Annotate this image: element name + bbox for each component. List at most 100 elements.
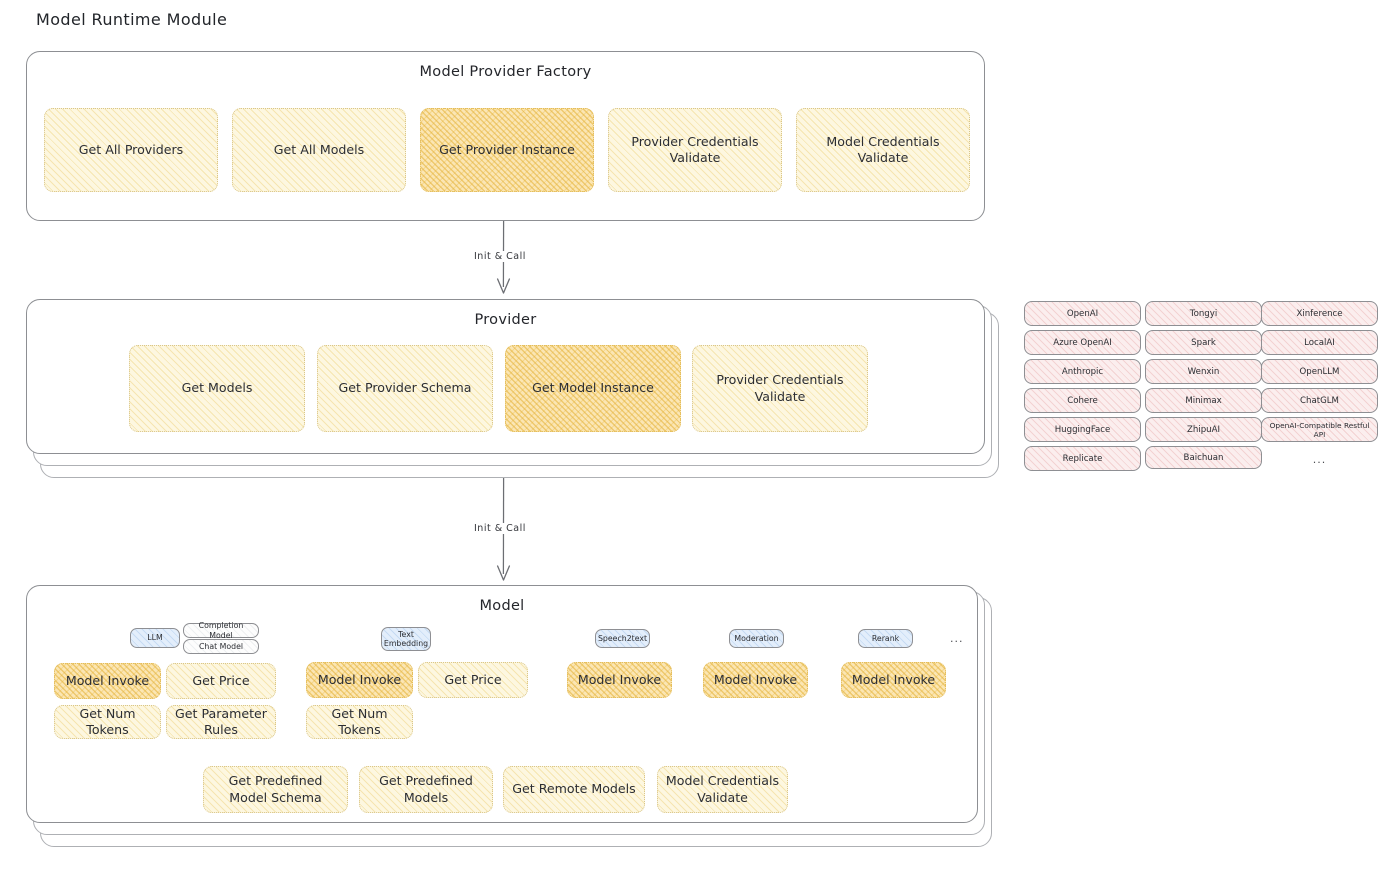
tag-label: LLM [147,633,163,643]
tag-label: Completion Model [198,621,244,640]
box-label: Get Num Tokens [331,705,388,737]
model-box-speech2text-model-invoke[interactable]: Model Invoke [567,662,672,698]
provider-chip-anthropic[interactable]: Anthropic [1024,359,1141,384]
model-type-tag-llm[interactable]: LLM [130,628,180,648]
box-label: Get Parameter Rules [175,705,267,737]
provider-chip-minimax[interactable]: Minimax [1145,388,1262,413]
provider-chip-openai-compatible-restful-api[interactable]: OpenAI-Compatible Restful API [1261,417,1378,442]
model-type-tag-moderation[interactable]: Moderation [729,629,784,648]
chip-label: Cohere [1067,395,1098,406]
model-type-tag-speech2text[interactable]: Speech2text [595,629,650,648]
model-subtag-completion-model[interactable]: Completion Model [183,621,259,640]
model-box-embedding-model-invoke[interactable]: Model Invoke [306,662,413,698]
model-box-rerank-model-invoke[interactable]: Model Invoke [841,662,946,698]
box-label: Get Remote Models [512,781,636,797]
chip-label: Baichuan [1183,452,1224,463]
chip-label: LocalAI [1304,337,1335,348]
provider-chip-openai[interactable]: OpenAI [1024,301,1141,326]
tag-label: Chat Model [198,641,244,651]
provider-chip-spark[interactable]: Spark [1145,330,1262,355]
box-label: Model Invoke [65,672,150,688]
provider-title: Provider [474,312,537,328]
model-box-get-remote-models[interactable]: Get Remote Models [503,766,645,813]
provider-chip-huggingface[interactable]: HuggingFace [1024,417,1141,442]
model-subtag-chat-model[interactable]: Chat Model [183,639,259,654]
provider-list-ellipsis: ... [1312,453,1327,466]
factory-box-provider-credentials-validate[interactable]: Provider Credentials Validate [608,108,782,192]
model-box-moderation-model-invoke[interactable]: Model Invoke [703,662,808,698]
chip-label: Wenxin [1187,366,1220,377]
box-label: Get Provider Schema [338,380,472,396]
box-label: Get Model Instance [532,380,654,396]
model-box-embedding-get-price[interactable]: Get Price [418,662,528,698]
model-title: Model [479,598,525,614]
provider-chip-chatglm[interactable]: ChatGLM [1261,388,1378,413]
box-label: Provider Credentials Validate [631,133,759,165]
chip-label: Azure OpenAI [1053,337,1112,348]
box-label: Model Credentials Validate [665,773,780,805]
factory-box-get-provider-instance[interactable]: Get Provider Instance [420,108,594,192]
model-box-llm-get-parameter-rules[interactable]: Get Parameter Rules [166,705,276,739]
chip-label: Minimax [1185,395,1222,406]
provider-box-get-model-instance[interactable]: Get Model Instance [505,345,681,432]
provider-chip-cohere[interactable]: Cohere [1024,388,1141,413]
model-box-model-credentials-validate[interactable]: Model Credentials Validate [657,766,788,813]
arrow1-label: Init & Call [470,251,530,262]
chip-label: ChatGLM [1300,395,1339,406]
box-label: Get Price [192,672,250,688]
factory-box-get-all-providers[interactable]: Get All Providers [44,108,218,192]
provider-box-get-provider-schema[interactable]: Get Provider Schema [317,345,493,432]
chip-label: Anthropic [1061,366,1104,377]
box-label: Get Provider Instance [439,141,575,157]
provider-chip-azure-openai[interactable]: Azure OpenAI [1024,330,1141,355]
model-box-llm-get-num-tokens[interactable]: Get Num Tokens [54,705,161,739]
provider-box-get-models[interactable]: Get Models [129,345,305,432]
model-box-get-predefined-model-schema[interactable]: Get Predefined Model Schema [203,766,348,813]
factory-box-get-all-models[interactable]: Get All Models [232,108,406,192]
provider-chip-xinference[interactable]: Xinference [1261,301,1378,326]
box-label: Get Price [444,671,502,687]
provider-chip-tongyi[interactable]: Tongyi [1145,301,1262,326]
box-label: Get Predefined Model Schema [228,773,323,805]
model-box-llm-get-price[interactable]: Get Price [166,663,276,699]
chip-label: HuggingFace [1054,424,1111,435]
page-title: Model Runtime Module [36,10,228,29]
factory-box-model-credentials-validate[interactable]: Model Credentials Validate [796,108,970,192]
tag-label: Rerank [871,633,900,643]
provider-chip-replicate[interactable]: Replicate [1024,446,1141,471]
provider-chip-openllm[interactable]: OpenLLM [1261,359,1378,384]
tag-label: Moderation [734,633,779,643]
box-label: Model Invoke [317,671,402,687]
model-type-tag-rerank[interactable]: Rerank [858,629,913,648]
chip-label: OpenAI [1066,308,1099,319]
provider-chip-localai[interactable]: LocalAI [1261,330,1378,355]
box-label: Get All Providers [78,141,184,157]
box-label: Get Predefined Models [379,773,473,805]
tag-label: Speech2text [597,633,648,643]
provider-chip-baichuan[interactable]: Baichuan [1145,446,1262,469]
box-label: Model Invoke [577,671,662,687]
model-box-embedding-get-num-tokens[interactable]: Get Num Tokens [306,705,413,739]
chip-label: Tongyi [1189,308,1218,319]
chip-label: OpenLLM [1299,366,1340,377]
provider-chip-zhipuai[interactable]: ZhipuAI [1145,417,1262,442]
chip-label: Spark [1191,337,1216,348]
chip-label: Xinference [1296,308,1343,319]
provider-chip-wenxin[interactable]: Wenxin [1145,359,1262,384]
chip-label: ZhipuAI [1186,424,1221,435]
chip-label: Replicate [1062,453,1103,464]
provider-box-provider-credentials-validate[interactable]: Provider Credentials Validate [692,345,868,432]
tag-label: Text Embedding [383,629,429,648]
box-label: Get Num Tokens [79,705,136,737]
box-label: Get Models [181,380,253,396]
box-label: Model Credentials Validate [826,133,940,165]
model-box-get-predefined-models[interactable]: Get Predefined Models [359,766,493,813]
box-label: Model Invoke [713,671,798,687]
model-type-tag-text-embedding[interactable]: Text Embedding [381,627,431,651]
model-box-llm-model-invoke[interactable]: Model Invoke [54,663,161,699]
box-label: Model Invoke [851,671,936,687]
arrow2-label: Init & Call [470,523,530,534]
box-label: Provider Credentials Validate [716,372,844,404]
chip-label: OpenAI-Compatible Restful API [1269,420,1370,439]
